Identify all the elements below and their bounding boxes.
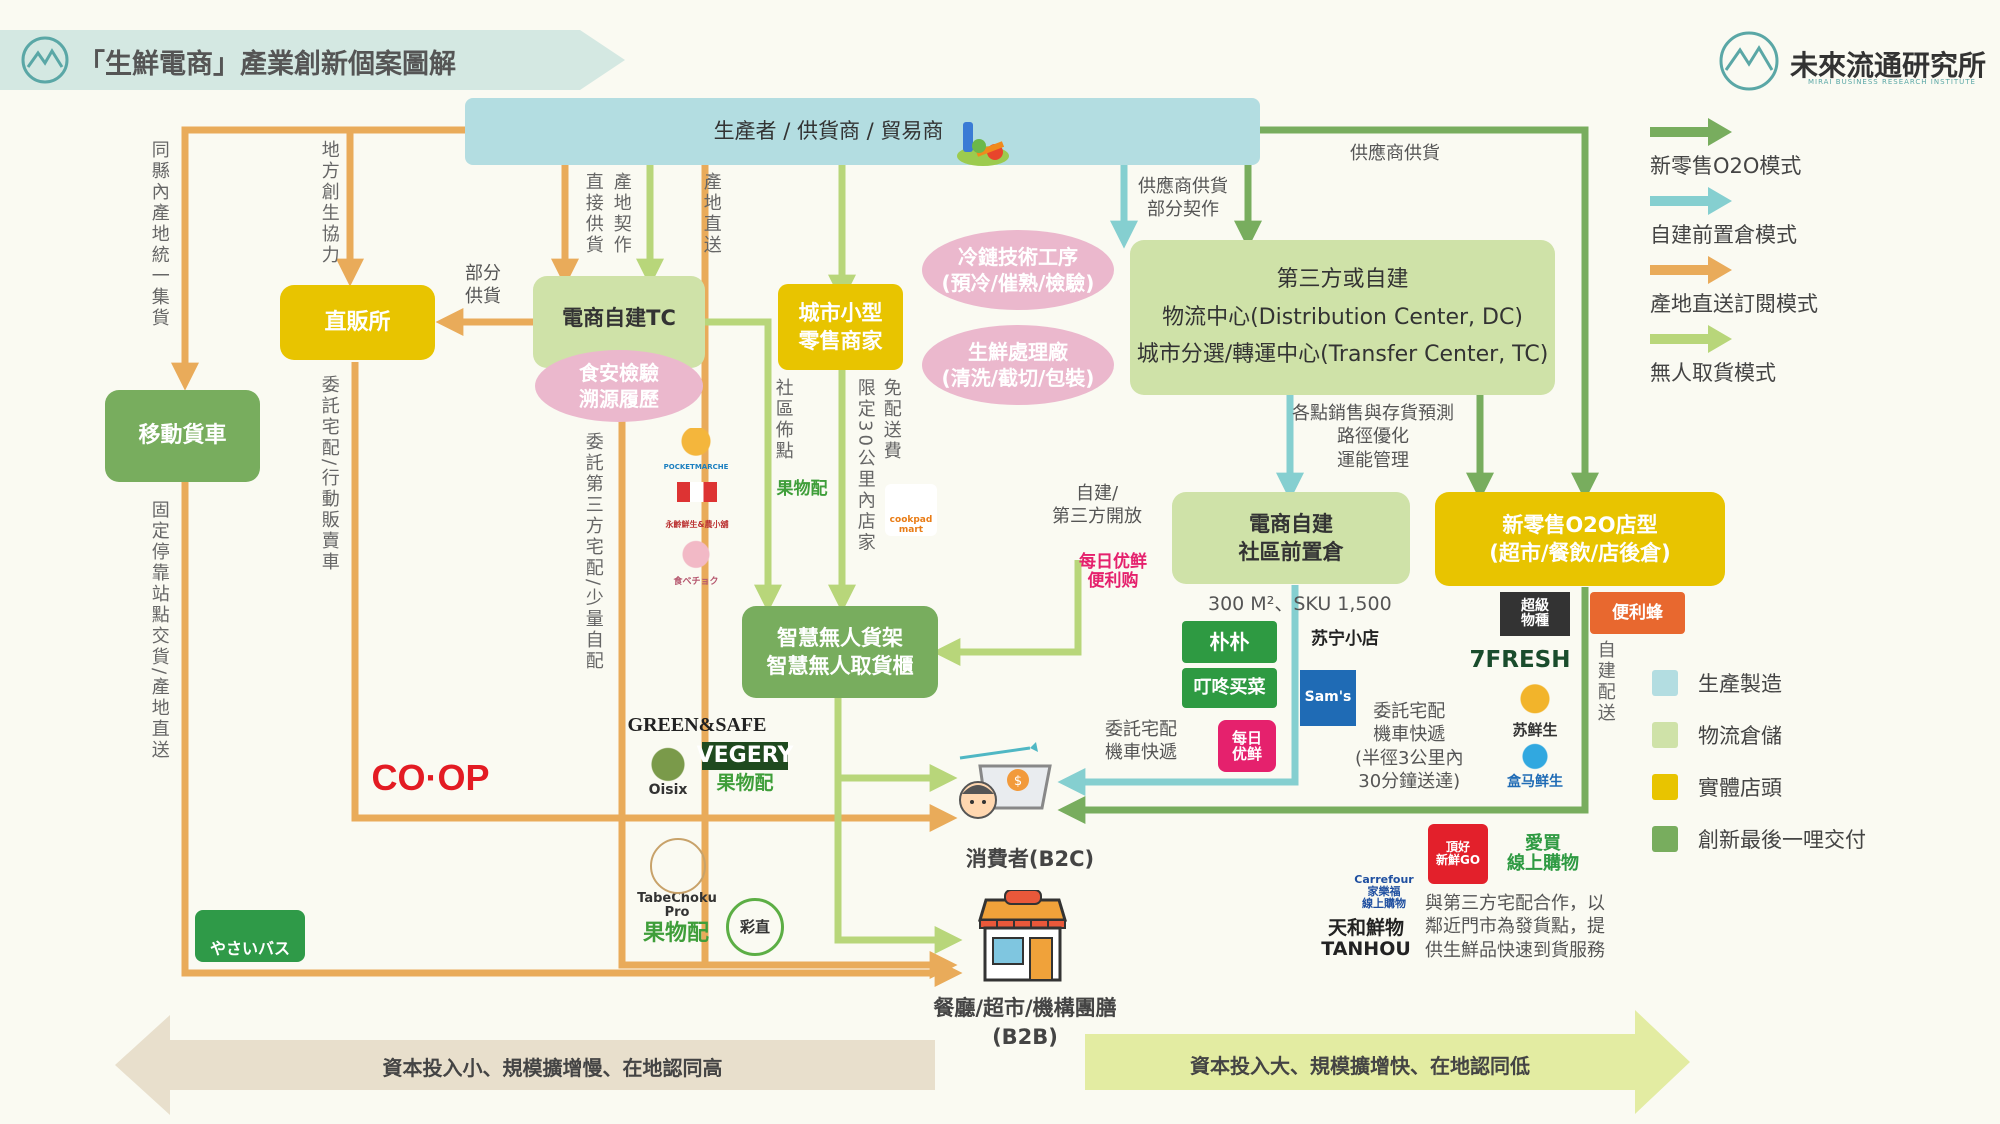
greensafe-logo: GREEN&SAFE [627,714,767,736]
meiri-app-logo: 每日 优鲜 [1218,720,1276,772]
legend-category-row: 實體店頭 [1652,772,1782,802]
svg-text:$: $ [1014,774,1022,789]
legend-category-row: 生產製造 [1652,668,1782,698]
brand-tagline: MIRAI BUSINESS RESEARCH INSTITUTE [1808,78,1976,86]
dc-node: 第三方或自建 物流中心(Distribution Center, DC) 城市分… [1130,240,1555,395]
label-partial-supply: 部分 供貨 [465,263,501,308]
label-forecast: 各點銷售與存貨預測 路徑優化 運能管理 [1292,403,1454,471]
cold-chain-node: 冷鏈技術工序 (預冷/催熟/檢驗) [922,230,1114,310]
hema-logo: 盒马鲜生 [1496,742,1574,790]
label-fixed-stop: 固定停靠站點交貨/產地直送 [148,500,170,762]
legend-category-row: 創新最後一哩交付 [1652,824,1866,854]
aimai-logo: 愛買 線上購物 [1507,833,1579,874]
consumer-label: 消費者(B2C) [965,847,1095,871]
label-direct-supply: 直接供貨 [582,172,604,256]
legend-mode-label: 產地直送訂閱模式 [1650,292,1818,316]
footer-left-text: 資本投入小、規模擴增慢、在地認同高 [382,1056,723,1080]
legend-category-label: 物流倉儲 [1698,724,1782,748]
legend-category-label: 創新最後一哩交付 [1698,828,1866,852]
producer-node: 生產者 / 供貨商 / 貿易商 [465,98,1260,166]
oisix-logo: Oisix [640,742,696,798]
consumer-icon: $ [950,728,1070,832]
tanhou-logo: 天和鮮物 TANHOU [1321,917,1411,960]
legend-mode-label: 無人取貨模式 [1650,361,1776,385]
fresh-factory-node: 生鮮處理廠 (清洗/截切/包裝) [922,325,1114,405]
o2o-store-node: 新零售O2O店型 (超市/餐飲/店後倉) [1435,492,1725,586]
brand-name: 未來流通研究所 [1790,49,1987,82]
pupu-logo: 朴朴 [1182,621,1277,663]
label-scooter-3km: 委託宅配 機車快遞 (半徑3公里內 30分鐘送達) [1355,701,1464,793]
legend-swatch [1652,774,1678,800]
label-self-delivery: 自建配送 [1594,640,1616,724]
smart-shelf-node: 智慧無人貨架 智慧無人取貨櫃 [742,606,938,698]
header-logo-icon [20,35,70,89]
mobile-truck-node: 移動貨車 [105,390,260,482]
label-consign-delivery: 委託宅配/行動販賣車 [318,375,340,574]
tabechoku-pro-logo: TabeChoku Pro [637,890,717,920]
suning-logo: 苏宁小店 [1311,628,1379,649]
yasai-bus-logo: やさいバス [195,910,305,962]
label-free-delivery: 免配送費 [880,378,902,462]
city-retail-node: 城市小型 零售商家 [778,284,903,370]
kudamono-logo-2: 果物配 [716,771,774,794]
sams-logo: Sam's [1300,670,1356,726]
food-safety-node: 食安檢驗 溯源履歷 [535,350,703,422]
7fresh-logo: 7FRESH [1469,647,1571,674]
pocket-marche-logo: POCKETMARCHE [664,428,728,472]
b2b-label: 餐廳/超市/機構團膳 (B2B) [933,996,1117,1050]
legend-swatch [1652,670,1678,696]
chaojiwuzhong-logo: 超級 物種 [1500,592,1570,636]
label-limit-30km: 限定30公里內店家 [854,378,876,554]
label-consign-scooter: 委託宅配 機車快遞 [1105,719,1177,764]
cookpad-logo: cookpad mart [885,484,937,536]
legend-category-row: 物流倉儲 [1652,720,1782,750]
label-partner-note: 與第三方宅配合作，以 鄰近門市為發貨點，提 供生鮮品快速到貨服務 [1425,893,1605,961]
store-icon [975,889,1070,989]
label-third-party-delivery: 委託第三方宅配/少量自配 [582,432,604,673]
label-supplier-supply: 供應商供貨 [1350,143,1440,164]
vegetables-icon [955,88,1011,176]
direct-store-node: 直販所 [280,285,435,360]
footer-right-text: 資本投入大、規模擴增快、在地認同低 [1190,1054,1530,1078]
saichoku-logo: 彩直 [726,898,784,956]
carrefour-logo: Carrefour 家樂福 線上購物 [1354,872,1414,910]
legend-swatch [1652,826,1678,852]
header-banner [0,30,625,90]
tabechoku-emblem-icon [650,838,706,894]
legend-category-label: 生產製造 [1698,672,1782,696]
dinghao-logo: 頂好 新鮮GO [1428,824,1488,884]
front-warehouse-node: 電商自建 社區前置倉 [1172,492,1410,584]
brand-logo-icon [1718,30,1780,96]
label-origin-direct: 產地直送 [700,172,722,256]
meiri-logo: 每日优鲜 便利购 [1079,552,1147,591]
vegery-logo: VEGERY [697,742,793,770]
suxiansheng-logo: 苏鲜生 [1500,682,1570,738]
label-supplier-contract: 供應商供貨 部分契作 [1138,176,1228,221]
legend-category-label: 實體店頭 [1698,776,1782,800]
legend-mode-label: 自建前置倉模式 [1650,223,1797,247]
label-self-or-third: 自建/ 第三方開放 [1052,483,1142,528]
tabechoku-small-logo: 食べチョク [662,540,730,588]
legend-swatch [1652,722,1678,748]
legend-mode-label: 新零售O2O模式 [1650,154,1802,178]
label-community-spot: 社區佈點 [772,378,794,462]
bianlifeng-logo: 便利蜂 [1590,592,1685,634]
dingdong-logo: 叮咚买菜 [1182,668,1277,708]
label-same-county: 同縣內產地統一集貨 [148,140,170,329]
label-warehouse-spec: 300 M²、SKU 1,500 [1208,593,1392,615]
kudamono-logo-1: 果物配 [776,478,828,499]
label-contract-farming: 產地契作 [610,172,632,256]
kudamono-logo-3: 果物配 [642,920,709,946]
page-title: 「生鮮電商」產業創新個案圖解 [78,49,456,80]
eiken-logo: 永齡鮮生&農小舖 [662,482,732,530]
label-local-revival: 地方創生協力 [318,140,340,266]
coop-logo: CO·OP [371,757,490,799]
